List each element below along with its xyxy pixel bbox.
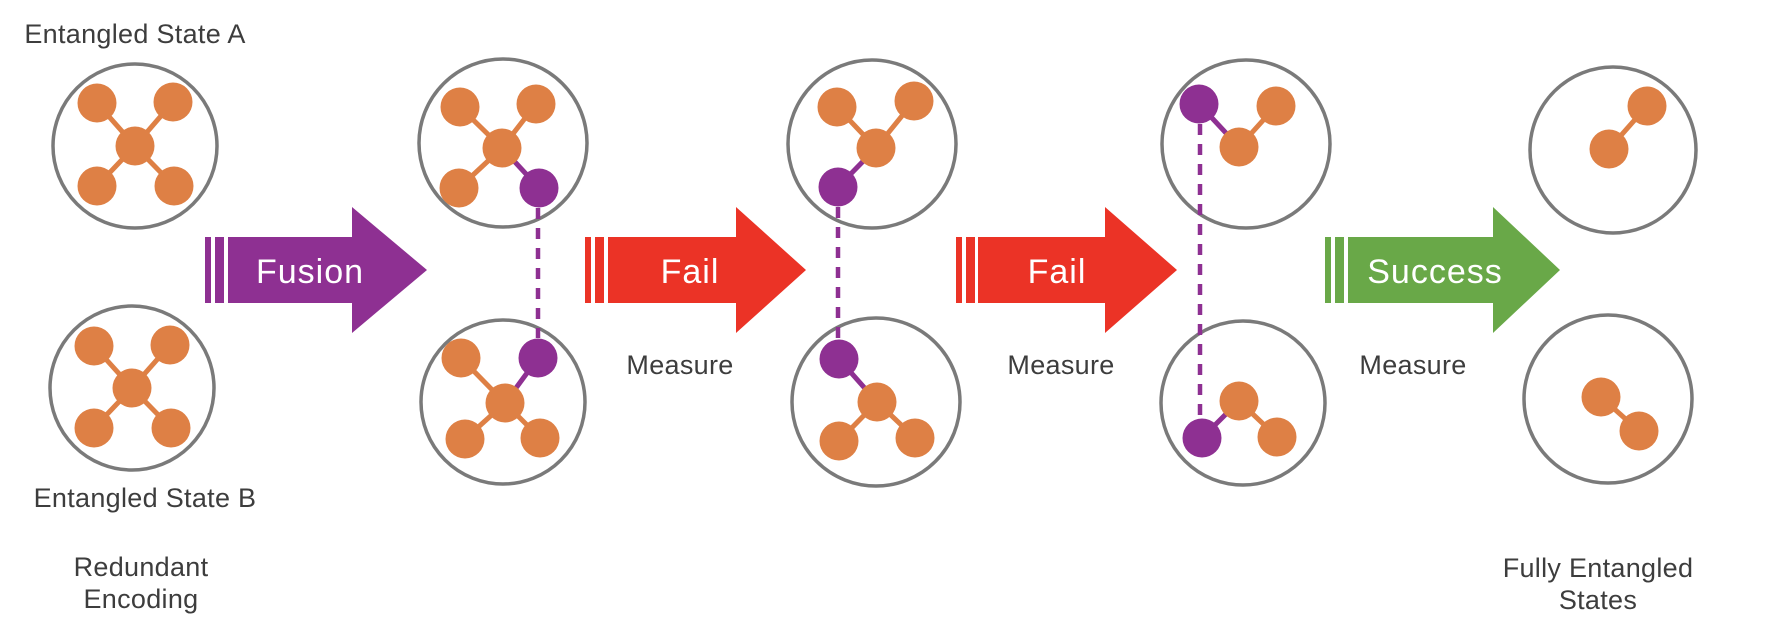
- qubit-node-orange: [1219, 381, 1259, 421]
- qubit-node-orange: [439, 168, 479, 208]
- qubit-node-orange: [1619, 411, 1659, 451]
- qubit-node-orange: [485, 383, 525, 423]
- qubit-node-orange: [894, 81, 934, 121]
- arrow-tail-bar: [595, 237, 604, 303]
- qubit-node-orange: [1627, 86, 1667, 126]
- fusion-arrow: Fusion: [205, 207, 427, 333]
- qubit-node-orange: [856, 128, 896, 168]
- arrow-tail-bar: [1335, 237, 1344, 303]
- qubit-node-orange: [1589, 129, 1629, 169]
- redundant-encoding-label-line2: Encoding: [84, 584, 199, 614]
- qubit-node-purple: [818, 167, 858, 207]
- redundant-encoding-label-line1: Redundant: [74, 552, 209, 582]
- qubit-node-orange: [1219, 127, 1259, 167]
- qubit-node-orange: [440, 87, 480, 127]
- qubit-node-orange: [77, 83, 117, 123]
- fully-entangled-states-label-line2: States: [1559, 585, 1637, 615]
- qubit-node-orange: [857, 382, 897, 422]
- entangled-state-a-label: Entangled State A: [24, 19, 245, 49]
- qubit-node-orange: [516, 84, 556, 124]
- fully-entangled-states-label-line1: Fully Entangled: [1503, 553, 1694, 583]
- qubit-node-orange: [77, 166, 117, 206]
- entangled-state-b-label: Entangled State B: [34, 483, 257, 513]
- arrow-label: Fusion: [256, 253, 364, 291]
- qubit-node-orange: [153, 82, 193, 122]
- qubit-node-orange: [817, 87, 857, 127]
- qubit-node-orange: [520, 418, 560, 458]
- qubit-node-purple: [518, 338, 558, 378]
- qubit-node-orange: [1257, 417, 1297, 457]
- arrow-shape: [1348, 207, 1560, 333]
- qubit-node-orange: [74, 326, 114, 366]
- qubit-node-orange: [482, 128, 522, 168]
- arrow-shape: [978, 207, 1177, 333]
- qubit-node-orange: [74, 408, 114, 448]
- qubit-node-orange: [895, 418, 935, 458]
- qubit-node-purple: [819, 339, 859, 379]
- qubit-node-orange: [151, 408, 191, 448]
- measure-label: Measure: [1007, 350, 1114, 380]
- arrow-tail-bar: [1325, 237, 1331, 303]
- arrow-tail-bar: [966, 237, 975, 303]
- arrow-shape: [608, 207, 806, 333]
- qubit-node-orange: [150, 325, 190, 365]
- qubit-node-orange: [441, 338, 481, 378]
- arrow-label: Fail: [1028, 253, 1087, 291]
- arrow-tail-bar: [956, 237, 962, 303]
- qubit-node-orange: [1256, 86, 1296, 126]
- measure-label: Measure: [626, 350, 733, 380]
- arrow-tail-bar: [215, 237, 224, 303]
- arrow-label: Fail: [661, 253, 720, 291]
- arrow-tail-bar: [205, 237, 211, 303]
- qubit-node-orange: [445, 419, 485, 459]
- qubit-node-orange: [819, 421, 859, 461]
- qubit-node-purple: [1182, 418, 1222, 458]
- qubit-node-purple: [519, 168, 559, 208]
- qubit-node-orange: [112, 368, 152, 408]
- measure-label: Measure: [1359, 350, 1466, 380]
- qubit-node-orange: [154, 166, 194, 206]
- qubit-node-orange: [115, 126, 155, 166]
- arrow-shape: [228, 207, 427, 333]
- qubit-node-orange: [1581, 377, 1621, 417]
- arrow-label: Success: [1367, 253, 1503, 291]
- arrow-tail-bar: [585, 237, 591, 303]
- qubit-node-purple: [1179, 84, 1219, 124]
